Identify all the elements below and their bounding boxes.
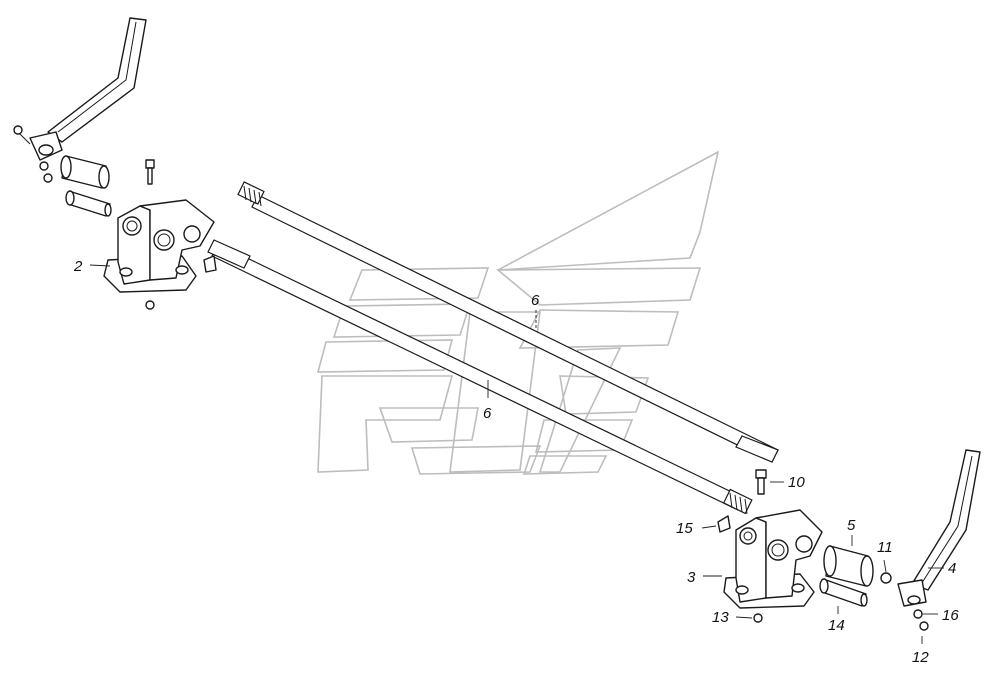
callout-16: 16	[942, 607, 959, 624]
rod-lower	[207, 239, 753, 515]
callout-14: 14	[828, 617, 845, 634]
callout-4: 4	[948, 560, 956, 577]
bushing-left	[60, 155, 110, 189]
callout-11: 11	[877, 539, 893, 556]
callout-13: 13	[712, 609, 729, 626]
callout-6-lower: 6	[483, 405, 492, 422]
callouts: 2 6 6 10 15 5 11 3 4 13 16 14 12	[73, 258, 959, 666]
callout-12: 12	[912, 649, 929, 666]
bracket-left	[103, 199, 217, 310]
ball-11	[880, 572, 892, 584]
leader-lines	[89, 264, 944, 644]
rod-upper	[237, 181, 779, 463]
callout-3: 3	[687, 569, 696, 586]
bolt-10	[755, 469, 767, 495]
watermark-logo	[316, 150, 720, 475]
callout-15: 15	[676, 520, 693, 537]
lever-right	[897, 449, 981, 631]
lever-left	[13, 17, 147, 183]
bracket-right	[723, 509, 823, 623]
bolt-left	[145, 159, 155, 185]
bushing-right	[823, 545, 874, 587]
callout-5: 5	[847, 517, 856, 534]
pin-right	[819, 578, 868, 607]
callout-10: 10	[788, 474, 805, 491]
pin-left	[65, 190, 112, 217]
callout-2: 2	[73, 258, 83, 275]
callout-6-upper: 6	[531, 292, 540, 309]
clip-15	[717, 515, 731, 533]
